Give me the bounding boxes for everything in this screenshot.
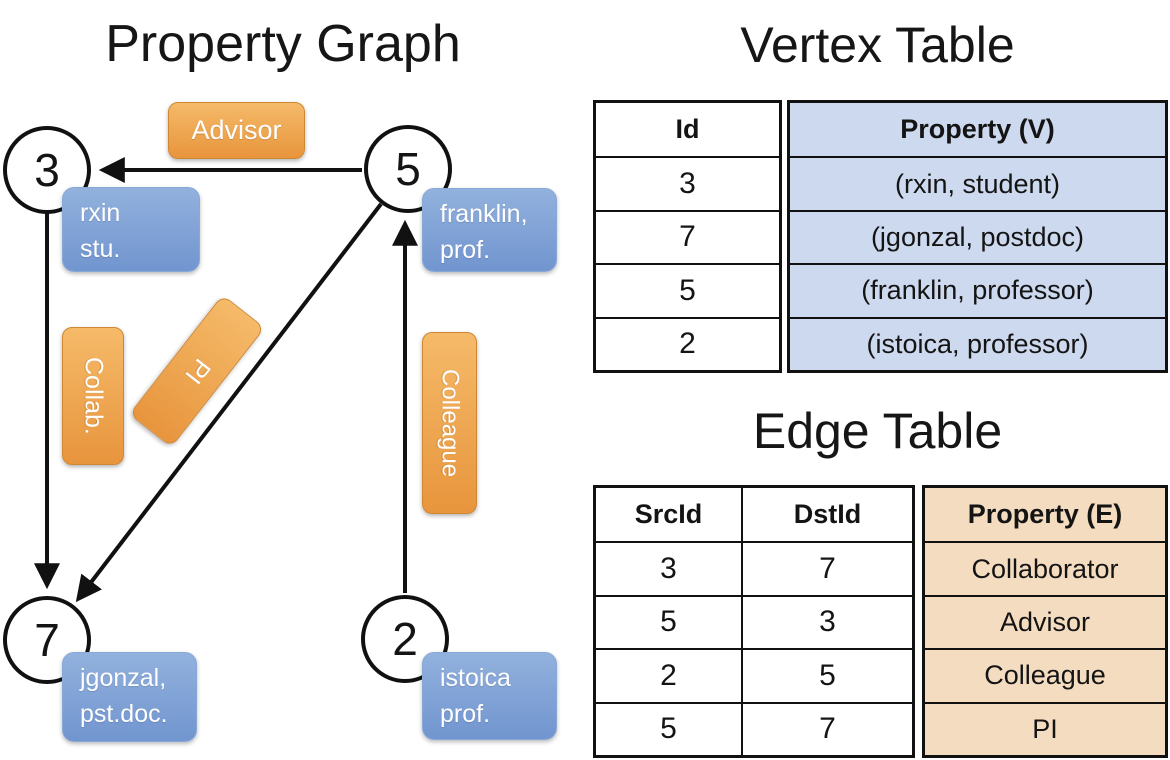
- edge-label-colleague: Colleague: [422, 332, 477, 514]
- vertex-id-label: 7: [34, 614, 60, 666]
- vertex-table-id-cell: 3: [596, 156, 779, 209]
- vertex-table-property-cell: (rxin, student): [790, 156, 1165, 209]
- edge-label-collab: Collab.: [62, 327, 124, 465]
- vertex-circle-2: 2: [361, 595, 449, 683]
- edge-arrow-5-to-7: [75, 202, 383, 603]
- edge-table-dstid-header: DstId: [793, 499, 862, 530]
- vertex-id-label: 5: [395, 143, 421, 195]
- vertex-table-property-header: Property (V): [900, 114, 1055, 145]
- edge-table-srcid-cell: 5: [596, 701, 743, 755]
- vertex-property-box-3: rxin stu.: [62, 187, 200, 272]
- property-graph-title: Property Graph: [105, 15, 461, 73]
- edge-table-dstid-cell: 3: [743, 594, 912, 648]
- edge-table-dstid-cell: 5: [743, 648, 912, 701]
- edge-table-title: Edge Table: [752, 403, 1003, 459]
- vertex-property-line2: stu.: [80, 235, 121, 264]
- vertex-table-property-cell: (franklin, professor): [790, 263, 1165, 316]
- edge-table-property-cell: PI: [925, 701, 1165, 755]
- vertex-table-id-header: Id: [675, 114, 700, 145]
- edge-label-text: PI: [179, 353, 216, 390]
- vertex-property-box-7: jgonzal, pst.doc.: [62, 652, 197, 742]
- vertex-property-line2: pst.doc.: [80, 700, 168, 729]
- edge-table-srcid-header: SrcId: [596, 488, 743, 542]
- vertex-table-property-column: Property (V) (rxin, student) (jgonzal, p…: [787, 100, 1168, 373]
- edge-table-id-columns: SrcId DstId 3 7 5 3 2 5 5 7: [593, 485, 915, 758]
- edge-table-property-column: Property (E) Collaborator Advisor Collea…: [922, 485, 1168, 758]
- vertex-property-line2: prof.: [440, 700, 491, 729]
- edge-table-property-header: Property (E): [967, 499, 1123, 530]
- edge-label-text: Collab.: [79, 357, 108, 435]
- vertex-property-line1: rxin: [80, 199, 121, 227]
- vertex-id-label: 2: [392, 613, 418, 665]
- edge-table-srcid-cell: 2: [596, 648, 743, 702]
- vertex-table-id-column: Id 3 7 5 2: [593, 100, 782, 373]
- vertex-table-id-cell: 5: [596, 263, 779, 316]
- graph-edges-layer: [34, 157, 418, 603]
- edge-table-property-cell: Colleague: [925, 648, 1165, 701]
- edge-label-text: Colleague: [436, 368, 464, 478]
- edge-label-text: Advisor: [191, 115, 282, 145]
- edge-table-property-cell: Collaborator: [925, 541, 1165, 594]
- edge-table-srcid-cell: 5: [596, 594, 743, 649]
- vertex-property-box-2: istoica prof.: [422, 652, 557, 740]
- edge-table-dstid-cell: 7: [743, 701, 912, 755]
- vertex-property-line1: franklin,: [440, 200, 528, 228]
- edge-table-srcid-cell: 3: [596, 541, 743, 595]
- vertex-table-id-cell: 2: [596, 316, 779, 370]
- vertex-property-line1: jgonzal,: [80, 664, 167, 692]
- edge-table-property-cell: Advisor: [925, 594, 1165, 648]
- edge-table-dstid-cell: 7: [743, 541, 912, 594]
- vertex-table-title: Vertex Table: [740, 17, 1015, 73]
- vertex-property-line2: prof.: [440, 236, 491, 265]
- vertex-table-id-cell: 7: [596, 209, 779, 263]
- vertex-property-line1: istoica: [440, 664, 511, 692]
- vertex-property-box-5: franklin, prof.: [422, 188, 557, 272]
- edge-label-advisor: Advisor: [168, 102, 305, 159]
- vertex-table-property-cell: (jgonzal, postdoc): [790, 209, 1165, 263]
- vertex-table-property-cell: (istoica, professor): [790, 316, 1165, 370]
- vertex-id-label: 3: [34, 144, 60, 196]
